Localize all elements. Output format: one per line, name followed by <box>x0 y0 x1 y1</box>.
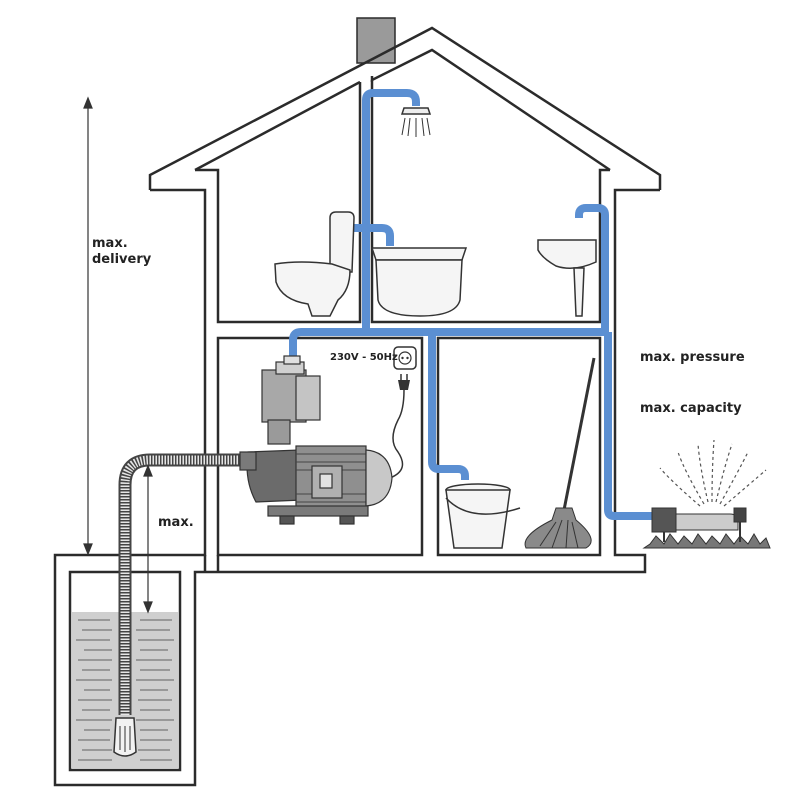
sink-icon <box>537 239 597 317</box>
max-pressure-label: max. pressure <box>640 350 745 365</box>
mop-icon <box>524 357 596 549</box>
power-socket-icon <box>393 346 417 370</box>
max-capacity-label: max. capacity <box>640 401 742 416</box>
suction-hose <box>118 453 245 715</box>
chimney <box>356 17 396 64</box>
water-pipes <box>289 89 652 520</box>
sprinkler-icon <box>642 439 771 549</box>
max-delivery-label-line2: delivery <box>92 252 152 267</box>
toilet-icon <box>274 211 355 317</box>
max-suction-arrow <box>143 464 153 614</box>
max-suction-label: max. <box>158 515 194 530</box>
bucket-icon <box>445 483 521 549</box>
bathtub-icon <box>370 247 468 317</box>
pump-icon <box>239 355 393 525</box>
max-delivery-label-line1: max. <box>92 236 128 251</box>
suction-filter-icon <box>113 717 137 757</box>
shower-head-icon <box>400 107 432 137</box>
house-wall-inner <box>203 555 220 572</box>
power-supply-label: 230V - 50Hz <box>330 352 398 363</box>
max-delivery-arrow <box>83 96 93 556</box>
